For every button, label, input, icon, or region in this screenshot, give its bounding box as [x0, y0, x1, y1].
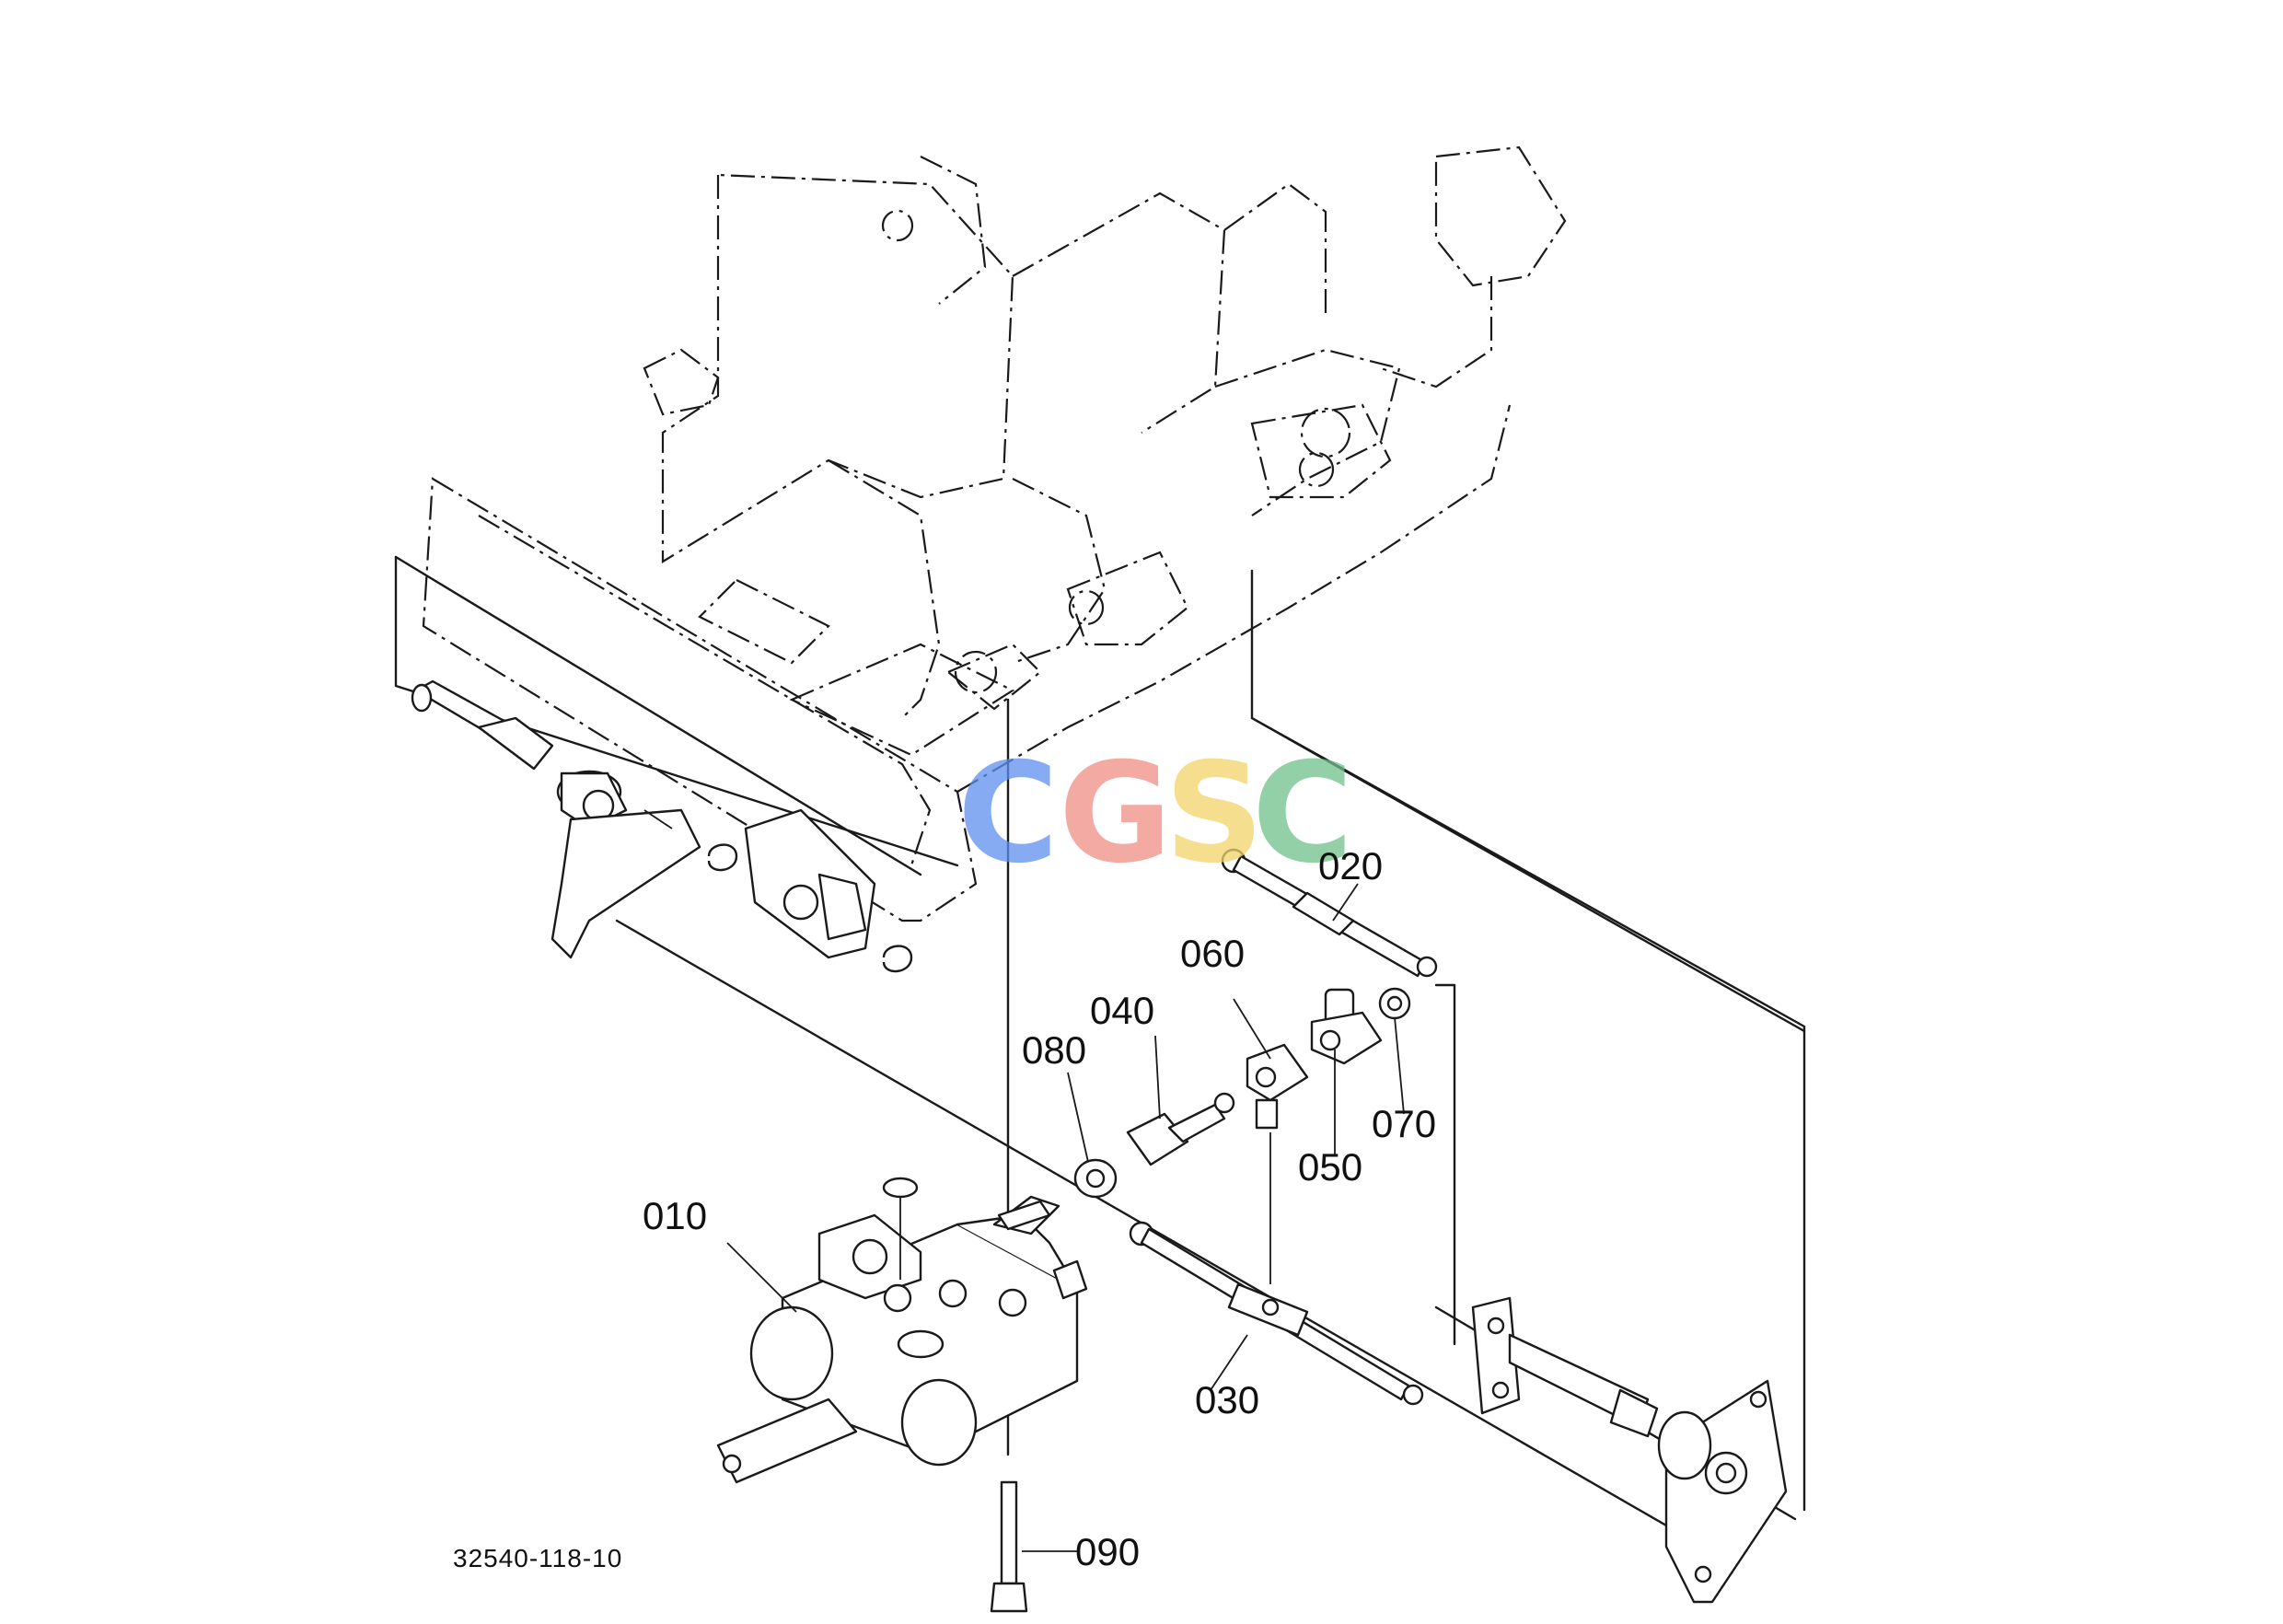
transmission-housing-outline: [422, 145, 1567, 922]
left-linkage-assembly: [411, 679, 913, 973]
cgsc-watermark: C G S C: [957, 734, 1353, 894]
watermark-letter-c2: C: [1252, 734, 1353, 894]
watermark-letter-c1: C: [957, 734, 1059, 894]
part-070-nut: [1378, 987, 1411, 1020]
callout-labels: 020 060 040 080 070 050 010 030 090: [643, 844, 1436, 1573]
leader-lines: [726, 883, 1405, 1552]
valve-stud-and-oring: [882, 1177, 1051, 1280]
callout-020: 020: [1318, 844, 1383, 887]
watermark-letter-s: S: [1165, 734, 1264, 894]
callout-090: 090: [1075, 1530, 1140, 1573]
part-010-valve-body: [716, 1195, 1088, 1484]
callout-070: 070: [1372, 1102, 1436, 1145]
callout-030: 030: [1195, 1378, 1259, 1421]
part-040-shaft: [1126, 1092, 1235, 1166]
callout-080: 080: [1022, 1028, 1086, 1072]
drawing-number: 32540-118-10: [453, 1544, 622, 1572]
callout-050: 050: [1298, 1145, 1362, 1189]
watermark-letter-g: G: [1059, 734, 1172, 894]
part-060-joint: [1246, 1043, 1309, 1130]
right-flange-assembly: [1471, 1296, 1788, 1604]
part-080-nut: [1073, 1158, 1118, 1199]
callout-010: 010: [643, 1194, 707, 1237]
part-090-bolt: [990, 1480, 1028, 1613]
part-030-rod: [1129, 1132, 1424, 1406]
callout-060: 060: [1180, 932, 1245, 975]
part-020-rod: [1221, 848, 1438, 978]
callout-040: 040: [1090, 989, 1154, 1032]
part-050-fitting: [1310, 988, 1383, 1065]
